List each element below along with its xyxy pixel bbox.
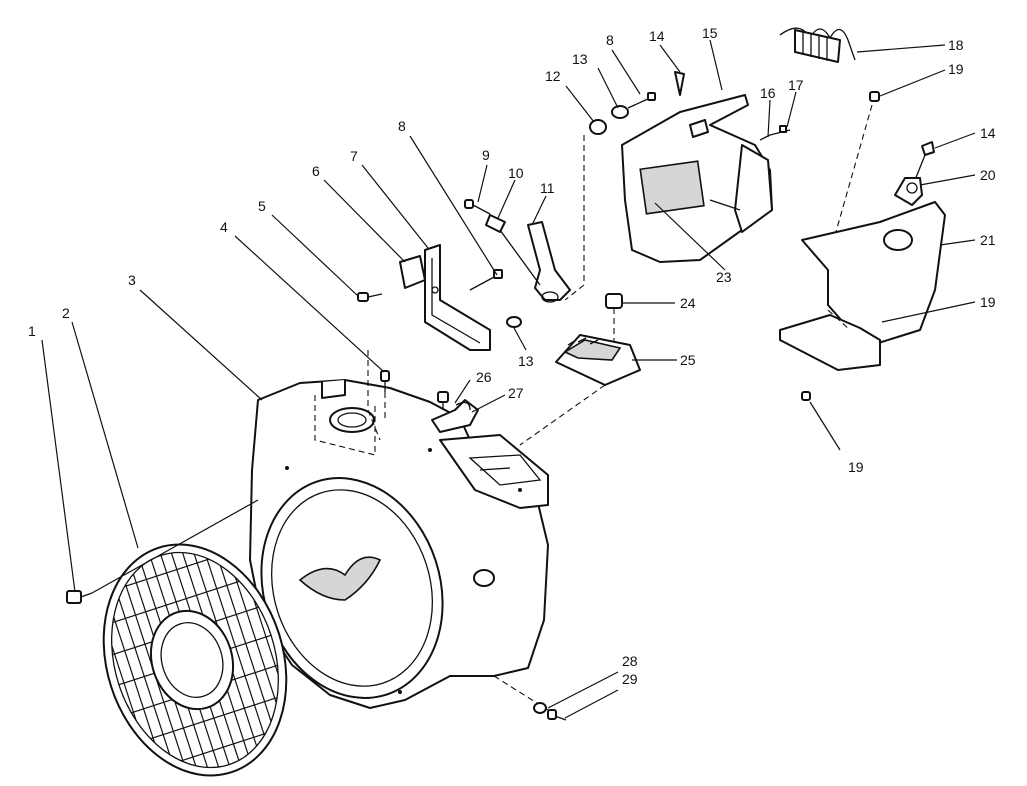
callout-12: 12	[545, 68, 561, 84]
screw-19-bottom	[801, 391, 841, 451]
callout-11: 11	[540, 180, 555, 196]
callout-24: 24	[680, 295, 696, 311]
callout-14-top: 14	[649, 28, 665, 44]
callout-17: 17	[788, 77, 804, 93]
module-25	[519, 334, 641, 446]
linkage-parts	[464, 199, 571, 328]
callout-28: 28	[622, 653, 638, 669]
callout-labels: 1 2 3 4 5 6 7 8 8 9 10 11 12 13 13 14 14…	[28, 25, 996, 687]
callout-8-top: 8	[606, 32, 614, 48]
callout-2: 2	[62, 305, 70, 321]
screw-4	[380, 370, 390, 392]
clamp-27	[431, 399, 479, 433]
callout-8-mid: 8	[398, 118, 406, 134]
callout-18: 18	[948, 37, 964, 53]
top-hardware	[564, 92, 656, 301]
grille-crossbar	[150, 696, 278, 740]
screw-26	[437, 391, 449, 410]
callout-1: 1	[28, 323, 36, 339]
bracket-7	[424, 244, 491, 351]
callout-10: 10	[508, 165, 524, 181]
callout-14-right: 14	[980, 125, 996, 141]
grille-crossbar	[124, 558, 209, 588]
screw-8-mid	[469, 269, 503, 291]
screw-1	[66, 499, 259, 604]
bracket-20	[894, 177, 923, 206]
callout-19-right: 19	[980, 294, 996, 310]
callout-26: 26	[476, 369, 492, 385]
callout-7: 7	[350, 148, 358, 164]
leader-lines	[41, 39, 976, 719]
callout-27: 27	[508, 385, 524, 401]
nut-24	[605, 293, 623, 345]
grille-screen	[102, 543, 288, 777]
callout-9: 9	[482, 147, 490, 163]
callout-23: 23	[716, 269, 732, 285]
grille-crossbar	[181, 732, 266, 762]
callout-4: 4	[220, 219, 228, 235]
callout-6: 6	[312, 163, 320, 179]
callout-13-top: 13	[572, 51, 588, 67]
callout-15: 15	[702, 25, 718, 41]
washer-28-bolt-29	[493, 675, 567, 721]
callout-20: 20	[980, 167, 996, 183]
callout-21: 21	[980, 232, 996, 248]
callout-19-top: 19	[948, 61, 964, 77]
callout-25: 25	[680, 352, 696, 368]
dash-bracket-connector	[367, 350, 381, 441]
pin-14-top	[674, 71, 685, 96]
callout-16: 16	[760, 85, 776, 101]
panel-21	[779, 201, 946, 371]
shield-6	[399, 255, 426, 289]
bolt-5	[357, 292, 383, 302]
callout-5: 5	[258, 198, 266, 214]
callout-19-bottom: 19	[848, 459, 864, 475]
spring-18	[779, 27, 856, 63]
screw-14-right	[914, 141, 935, 181]
spring-clip-16-17	[759, 125, 791, 141]
grille-crossbar	[112, 580, 240, 624]
callout-29: 29	[622, 671, 638, 687]
callout-13-mid: 13	[518, 353, 534, 369]
blower-housing	[249, 379, 549, 709]
baffle-15	[621, 94, 773, 263]
callout-3: 3	[128, 272, 136, 288]
